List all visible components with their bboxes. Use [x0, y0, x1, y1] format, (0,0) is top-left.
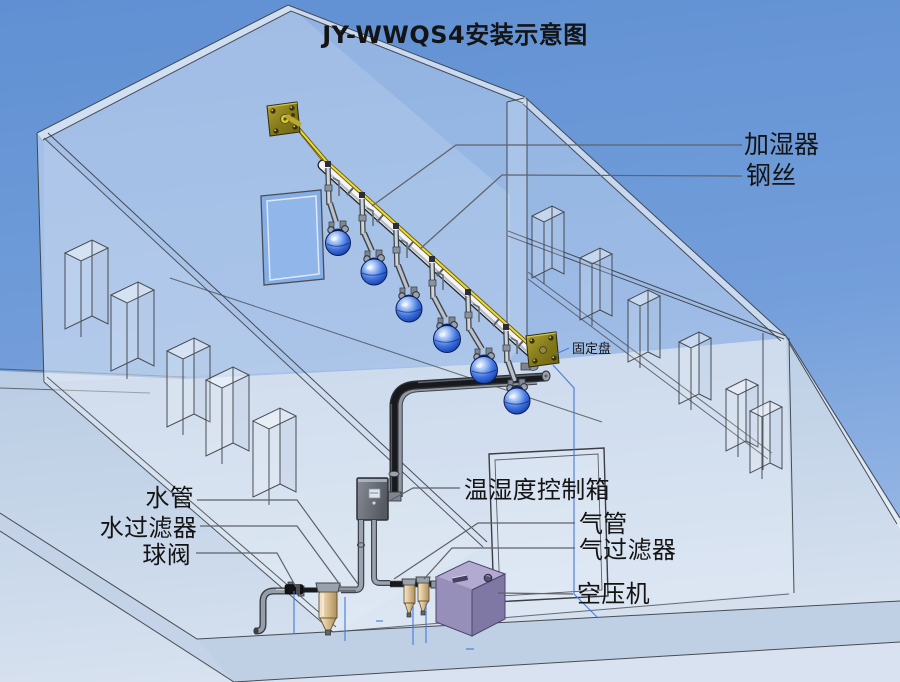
wall-pillars-left	[63, 239, 298, 505]
wall-pillars-right	[530, 205, 784, 479]
air-filter-1	[401, 578, 417, 618]
blue-dimension-lines	[293, 347, 599, 650]
floor-water-pipe	[303, 586, 356, 593]
water-filter	[315, 582, 341, 636]
air-compressor	[430, 560, 507, 637]
label-humidifier: 加湿器	[744, 130, 819, 159]
humidifier-nozzles	[324, 161, 531, 415]
temperature-humidity-control-box	[356, 477, 389, 521]
fixing-plate-right	[525, 331, 560, 368]
nozzle-unit-2	[358, 192, 388, 286]
nozzle-unit-4	[428, 256, 461, 353]
ground-floor	[0, 338, 900, 682]
nozzle-unit-6	[502, 324, 531, 415]
label-water-filter: 水过滤器	[100, 514, 197, 542]
nozzle-unit-5	[464, 289, 498, 384]
water-feed-pipe	[397, 379, 538, 497]
label-fixing-plate: 固定盘	[572, 341, 611, 357]
door-panel	[488, 447, 609, 603]
label-control-box: 温湿度控制箱	[464, 476, 610, 504]
nozzle-unit-1	[324, 161, 351, 256]
label-air-filter: 气过滤器	[579, 536, 676, 564]
floor-slab-edges	[0, 368, 900, 682]
leader-lines	[196, 144, 743, 595]
diagram-title: JY-WWQS4安装示意图	[320, 21, 588, 49]
nozzle-unit-3	[392, 223, 423, 323]
ball-valve	[284, 581, 304, 595]
label-compressor: 空压机	[577, 580, 650, 608]
label-water-pipe: 水管	[145, 484, 194, 512]
label-air-pipe: 气管	[579, 510, 628, 538]
label-ball-valve: 球阀	[142, 541, 191, 569]
fixing-plate-left	[266, 101, 302, 137]
wall-window	[260, 189, 325, 286]
label-steel-wire: 钢丝	[746, 161, 796, 190]
